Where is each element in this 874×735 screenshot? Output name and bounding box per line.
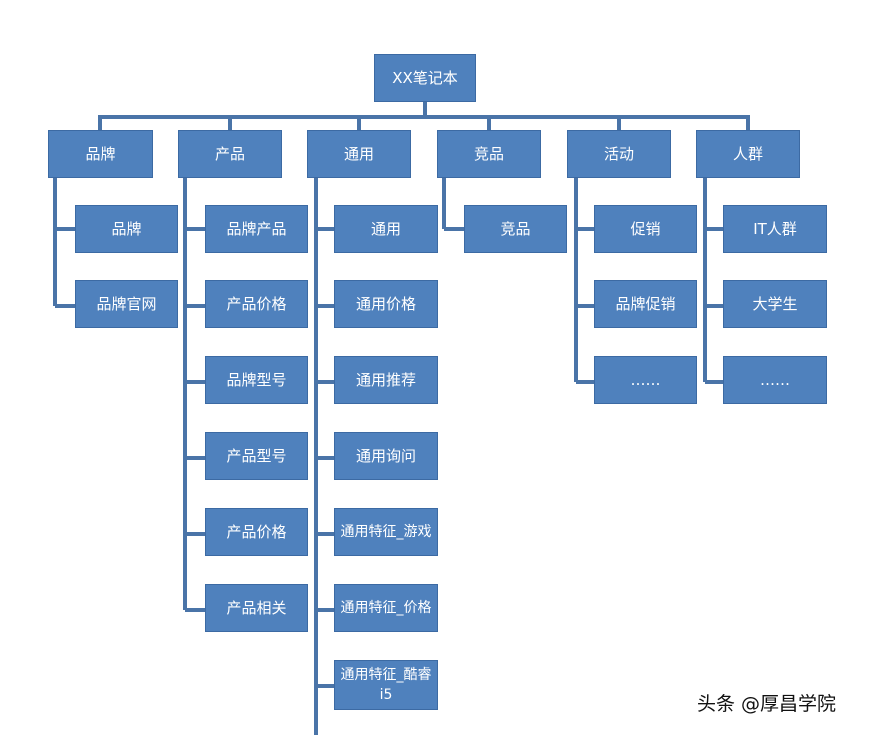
product-child-node: 产品价格: [205, 508, 308, 556]
category-product: 产品: [178, 130, 282, 178]
product-child-node: 品牌产品: [205, 205, 308, 253]
competitor-child-node: 竞品: [464, 205, 567, 253]
general-child-node: 通用特征_游戏: [334, 508, 438, 556]
audience-child-node: 大学生: [723, 280, 827, 328]
activity-child-node: ……: [594, 356, 697, 404]
category-audience: 人群: [696, 130, 800, 178]
audience-child-node: ……: [723, 356, 827, 404]
brand-child-node: 品牌: [75, 205, 178, 253]
activity-child-node: 品牌促销: [594, 280, 697, 328]
category-general: 通用: [307, 130, 411, 178]
general-child-node: 通用推荐: [334, 356, 438, 404]
audience-child-node: IT人群: [723, 205, 827, 253]
category-brand: 品牌: [48, 130, 153, 178]
root-node: XX笔记本: [374, 54, 476, 102]
product-child-node: 品牌型号: [205, 356, 308, 404]
activity-child-node: 促销: [594, 205, 697, 253]
general-child-node: 通用询问: [334, 432, 438, 480]
category-activity: 活动: [567, 130, 671, 178]
general-child-node: 通用特征_价格: [334, 584, 438, 632]
general-child-node: 通用: [334, 205, 438, 253]
product-child-node: 产品相关: [205, 584, 308, 632]
category-competitor: 竞品: [437, 130, 541, 178]
general-child-node: 通用特征_酷睿i5: [334, 660, 438, 710]
product-child-node: 产品型号: [205, 432, 308, 480]
watermark: 头条 @厚昌学院: [697, 693, 837, 715]
brand-child-node: 品牌官网: [75, 280, 178, 328]
product-child-node: 产品价格: [205, 280, 308, 328]
general-child-node: 通用价格: [334, 280, 438, 328]
